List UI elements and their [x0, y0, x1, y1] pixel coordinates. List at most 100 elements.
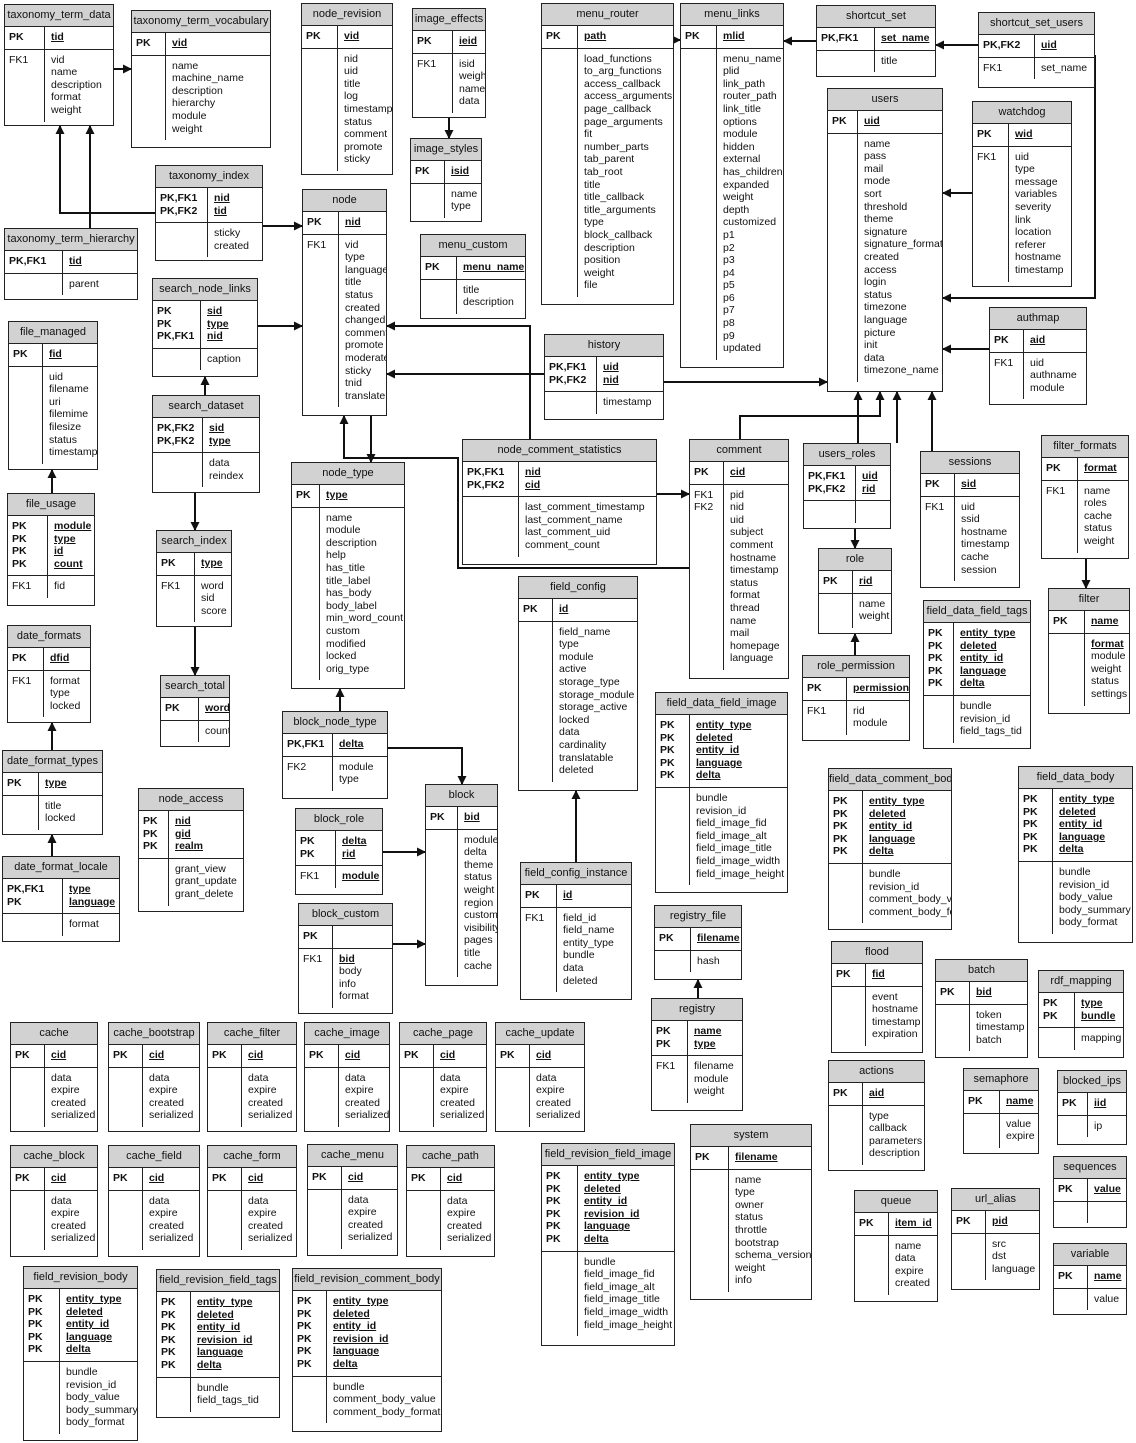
attribute: active: [559, 663, 587, 676]
attribute: field_tags_tid: [197, 1394, 259, 1407]
key-labels: [11, 1067, 45, 1127]
attribute: revision_id: [869, 880, 920, 893]
attribute: field_image_alt: [584, 1280, 655, 1293]
attribute: language: [696, 756, 743, 769]
key-label: FK1: [307, 238, 327, 251]
attribute: field_image_height: [696, 867, 785, 880]
key-label: PK,FK1: [549, 361, 587, 373]
key-label: [15, 1220, 41, 1233]
key-label: [833, 1122, 859, 1135]
attribute: entity_id: [869, 820, 913, 833]
key-labels: [496, 1067, 530, 1127]
attribute: status: [344, 115, 373, 128]
entity-title: search_total: [161, 676, 229, 698]
key-label: PK: [297, 1320, 312, 1333]
key-label: [523, 764, 549, 777]
key-label: [694, 577, 720, 590]
attribute: tid: [69, 255, 82, 267]
attribute: help: [326, 549, 346, 562]
attribute-section: format: [3, 914, 119, 936]
attribute: status: [1091, 675, 1120, 688]
key-labels: FK1: [973, 146, 1009, 282]
key-label: [977, 264, 1005, 277]
attribute: type: [1015, 163, 1035, 176]
key-label: PK: [212, 1049, 227, 1061]
key-label: [15, 1109, 41, 1122]
key-label: [417, 70, 449, 83]
attribute: name: [451, 187, 478, 200]
entity-title: registry: [652, 999, 742, 1021]
key-label: [546, 1306, 574, 1319]
key-label: PK: [656, 1025, 671, 1037]
key-label: [411, 1220, 437, 1233]
key-label: FK1: [694, 488, 714, 501]
attribute: visibility: [464, 921, 497, 934]
attribute: type: [869, 1109, 889, 1122]
key-label: [832, 163, 854, 176]
key-label: PK,FK1: [287, 738, 325, 750]
key-label: [13, 421, 39, 434]
attribute-list: value: [1088, 1179, 1126, 1201]
attribute: entity_id: [333, 1320, 377, 1333]
key-label: [303, 965, 329, 978]
key-label: [695, 1262, 725, 1275]
key-labels: PK: [303, 212, 339, 234]
key-labels: [542, 48, 578, 297]
relationship-node-comment-statistics-to-comment: [386, 321, 531, 439]
attribute: weight: [459, 70, 485, 83]
relationship-block-role-to-block: [388, 747, 467, 785]
key-label: PK: [300, 835, 315, 847]
attribute: expire: [51, 1084, 80, 1097]
attribute: bundle: [584, 1255, 616, 1268]
entity-title: node_comment_statistics: [463, 440, 656, 462]
attribute: module: [853, 717, 888, 730]
attribute: comment_body_format: [333, 1405, 441, 1418]
key-labels: PK: [1058, 1093, 1088, 1115]
key-labels: PK: [936, 982, 970, 1004]
key-labels: [1054, 1201, 1088, 1224]
attribute-list: uid: [858, 111, 942, 133]
entity-title: node: [303, 190, 386, 212]
attribute: tid: [51, 31, 64, 43]
key-label: PK: [1023, 818, 1038, 831]
attribute: type: [451, 200, 471, 213]
key-label: [977, 188, 1005, 201]
attribute: data: [459, 95, 480, 108]
key-label: [694, 564, 720, 577]
key-label: [303, 990, 329, 1003]
attribute: timestamp: [961, 538, 1010, 551]
attribute: comment: [730, 538, 774, 551]
key-label: [685, 103, 713, 116]
attribute: info: [735, 1274, 752, 1287]
attribute: language: [333, 1345, 380, 1358]
attribute: field_image_alt: [696, 829, 767, 842]
key-label: [546, 279, 574, 292]
key-labels: [545, 392, 597, 414]
attribute: storage_module: [559, 688, 635, 701]
key-labels: [1049, 633, 1085, 706]
key-label: PK: [297, 1295, 312, 1307]
key-label: [7, 918, 59, 931]
key-labels: [829, 863, 863, 924]
key-labels: [3, 795, 39, 830]
entity-title: field_data_field_image: [656, 693, 787, 715]
